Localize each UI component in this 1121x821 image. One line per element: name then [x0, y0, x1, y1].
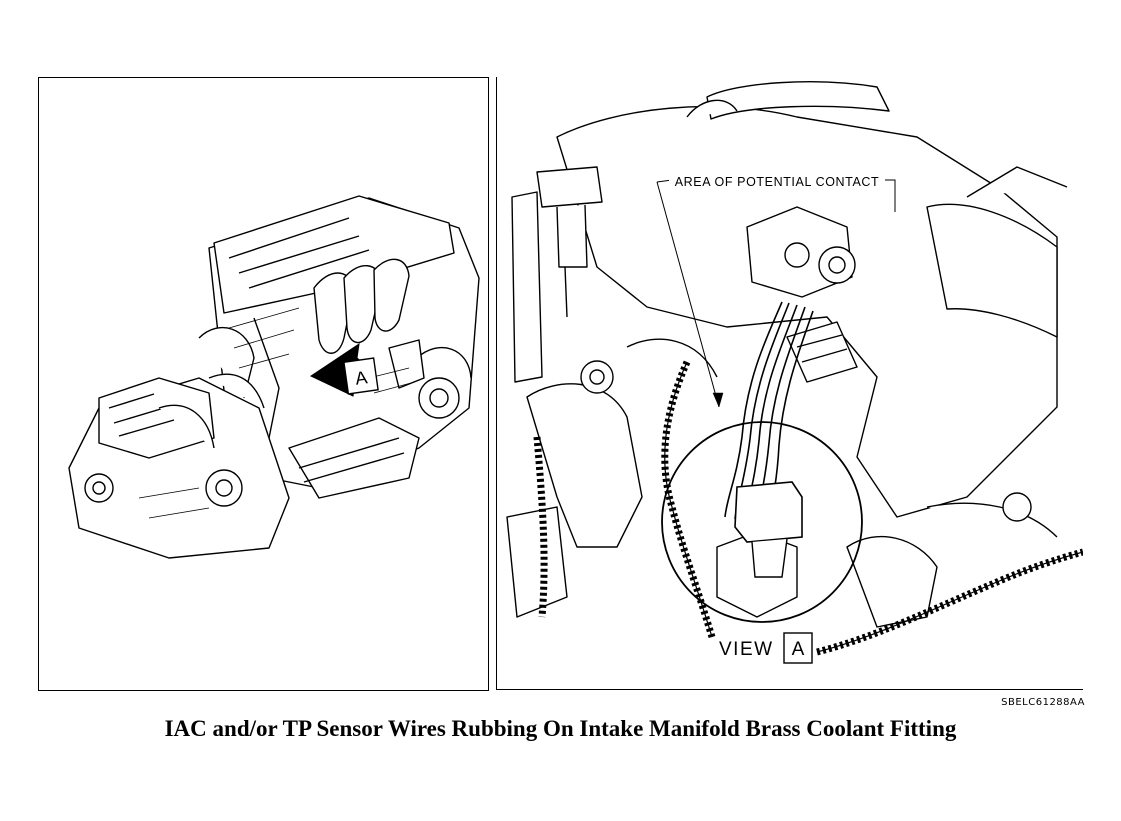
- view-a-callout-box: [343, 357, 379, 395]
- detail-view-drawing: AREA OF POTENTIAL CONTACT VIEW A: [506, 81, 1083, 664]
- view-label-box: [783, 632, 813, 664]
- view-label-letter: A: [792, 639, 805, 660]
- figure-caption: IAC and/or TP Sensor Wires Rubbing On In…: [164, 716, 957, 741]
- engine-overview-drawing: A: [68, 195, 480, 559]
- view-label: VIEW: [719, 639, 774, 660]
- figure-code: SBELC61288AA: [1001, 697, 1085, 708]
- detail-view-panel: AREA OF POTENTIAL CONTACT VIEW A: [496, 77, 1083, 690]
- magnified-detail-circle: [661, 421, 863, 623]
- engine-overview-panel: A: [38, 77, 489, 691]
- view-a-callout-letter: A: [354, 367, 369, 388]
- contact-leader-line: [656, 181, 720, 408]
- area-of-potential-contact-label: AREA OF POTENTIAL CONTACT: [675, 175, 880, 189]
- brass-coolant-fitting: [734, 481, 803, 543]
